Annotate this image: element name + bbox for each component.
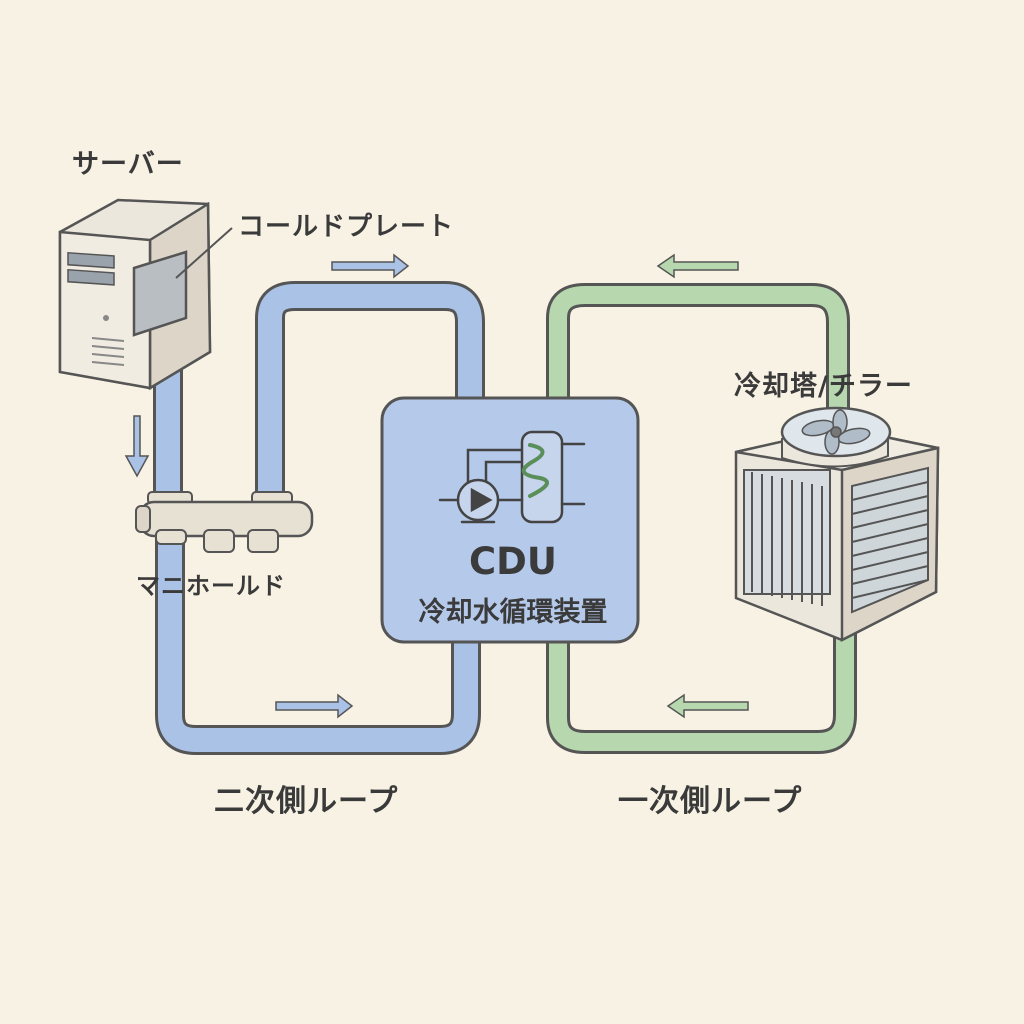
flow-arrow-primary-bottom	[666, 693, 749, 719]
tower-louvers-left	[743, 469, 831, 606]
cdu-unit	[380, 396, 640, 644]
tower-louvers-right	[851, 466, 929, 614]
manifold-unit	[135, 491, 314, 553]
server-drive-bay	[67, 251, 115, 269]
manifold-label: マニホールド	[136, 572, 286, 600]
server-power-light	[103, 315, 109, 321]
server-vent-lines	[91, 337, 125, 366]
cold-plate-label: コールドプレート	[238, 212, 455, 242]
server-label: サーバー	[72, 149, 184, 180]
primary-loop-label: 一次側ループ	[618, 784, 803, 819]
flow-arrow-primary-top	[656, 253, 739, 279]
cdu-title: CDU	[469, 540, 557, 583]
fan-icon	[801, 409, 871, 455]
secondary-loop-label: 二次側ループ	[214, 784, 399, 819]
cooling-tower-unit	[734, 406, 940, 643]
server-drive-bay	[67, 268, 115, 286]
pump-heat-exchanger-icon	[438, 430, 586, 524]
cooling-tower-label: 冷却塔/チラー	[734, 371, 913, 402]
flow-arrow-secondary-bottom	[275, 693, 354, 719]
cdu-subtitle: 冷却水循環装置	[418, 597, 608, 628]
flow-arrow-server-down	[124, 415, 150, 478]
secondary-loop-pipe	[153, 281, 485, 755]
flow-arrow-secondary-top	[331, 253, 410, 279]
primary-loop-pipe	[546, 283, 857, 754]
cold-plate	[132, 227, 233, 337]
cold-plate-leader-line	[175, 227, 233, 279]
